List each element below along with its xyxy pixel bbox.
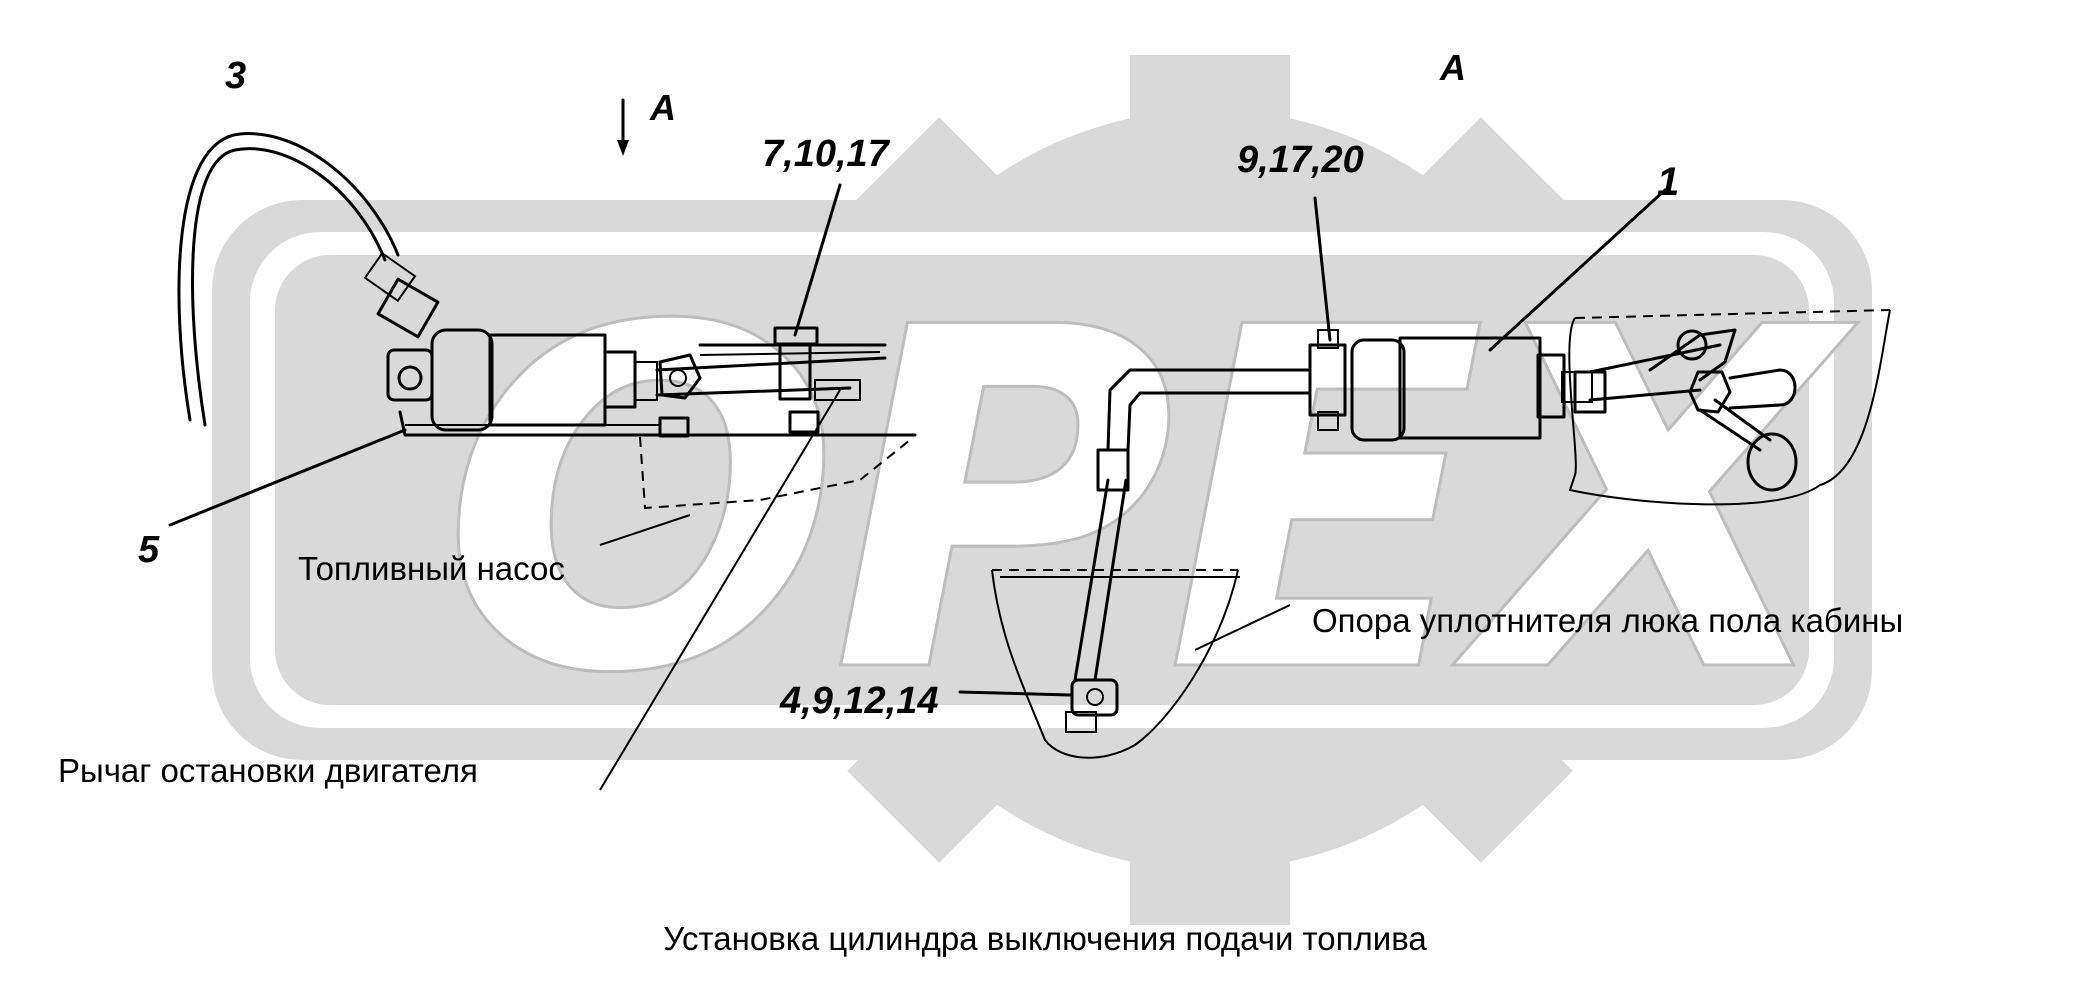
watermark: OPEX [212,55,1872,925]
left-cylinder-assembly [386,326,917,510]
right-cylinder-assembly [1065,309,1891,733]
callout-4-9-12-14: 4,9,12,14 [779,680,938,722]
leader-hatch-support [1194,604,1291,651]
callout-9-17-20: 9,17,20 [1237,139,1364,181]
view-label: A [1439,47,1466,88]
leader-9-17-20 [1313,196,1332,342]
drawing [168,98,1891,791]
callout-7-10-17: 7,10,17 [762,133,891,175]
cable-fitting [363,251,440,339]
cable-3-inner [177,132,400,422]
callout-3: 3 [225,55,246,97]
label-engine-stop-lever: Рычаг остановки двигателя [58,752,478,789]
leader-4-9-12-14 [958,690,1072,697]
label-hatch-seal-support: Опора уплотнителя люка пола кабины [1312,602,1903,639]
leader-5 [168,428,407,527]
watermark-plate-fill [275,255,1809,705]
callout-5: 5 [138,529,160,571]
label-fuel-pump: Топливный насос [298,550,565,587]
view-arrow [617,98,629,156]
hatch-seal-support [991,569,1240,759]
diagram-caption: Установка цилиндра выключения подачи топ… [663,920,1427,957]
leader-7-10-17 [793,183,842,337]
leader-engine-stop-lever [599,389,841,791]
labels: A A 3 5 7,10,17 9,17,20 1 4,9,12,14 Топл… [58,47,1903,957]
leader-fuel-pump [599,514,691,546]
leader-1 [1488,188,1667,352]
view-arrow-label: A [649,87,676,128]
watermark-text: OPEX [441,229,1858,776]
cable-3-outer [191,147,387,427]
leader-lines [168,183,1667,791]
callout-1: 1 [1657,160,1679,204]
